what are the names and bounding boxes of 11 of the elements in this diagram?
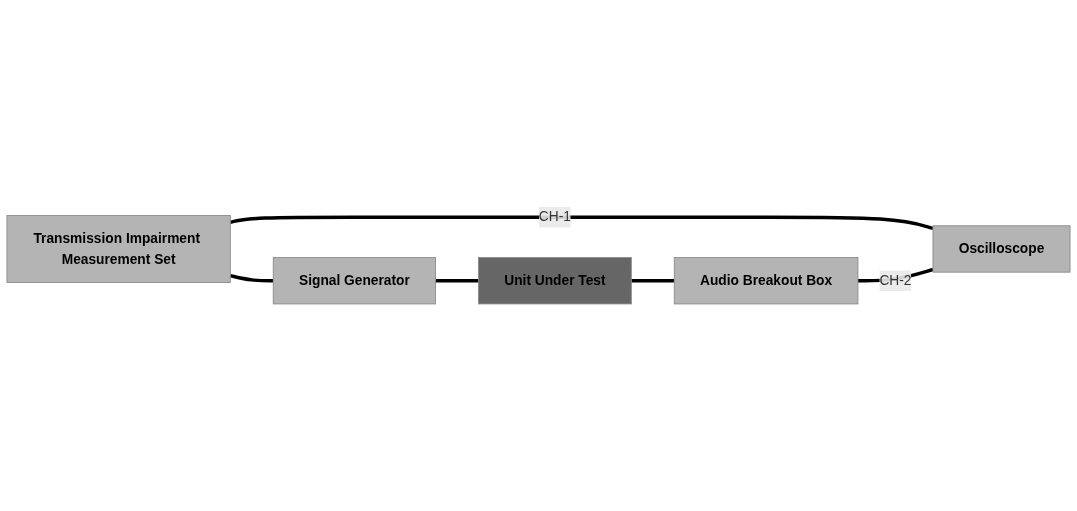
node-box: Audio Breakout Box xyxy=(673,257,859,305)
connector xyxy=(435,279,479,283)
connector xyxy=(229,274,274,283)
node-box: Oscilloscope xyxy=(932,225,1071,273)
connector xyxy=(229,215,934,231)
connector xyxy=(631,279,675,283)
node-box: Transmission Impairment Measurement Set xyxy=(6,215,231,283)
edge-label: CH-2 xyxy=(879,273,912,288)
node-box: Signal Generator xyxy=(272,257,436,305)
edge-label: CH-1 xyxy=(538,209,571,225)
node-box: Unit Under Test xyxy=(478,257,632,305)
